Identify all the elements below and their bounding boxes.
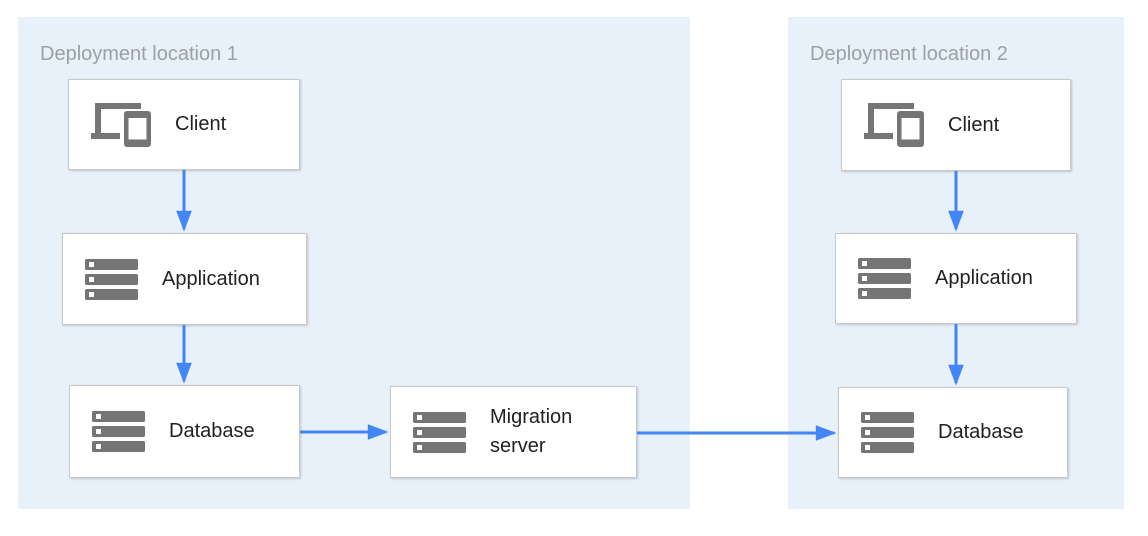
node-label: Application (162, 267, 260, 290)
node-label: Application (935, 267, 1033, 289)
region-title: Deployment location 2 (810, 43, 1008, 65)
node-label: Database (938, 421, 1024, 443)
node-client-2: Client (841, 79, 1071, 171)
devices-icon (91, 102, 151, 147)
region-title: Deployment location 1 (40, 43, 238, 65)
node-label: Migration server (490, 406, 573, 457)
node-application-1: Application (62, 233, 307, 325)
server-stack-icon (861, 412, 914, 453)
node-label: Database (169, 420, 255, 442)
node-migration-server: Migration server (390, 386, 637, 478)
devices-icon (864, 103, 924, 147)
node-label: Client (948, 113, 1000, 136)
server-stack-icon (413, 411, 466, 453)
node-label: Client (175, 113, 227, 135)
server-stack-icon (85, 258, 138, 300)
node-database-1: Database (69, 385, 300, 478)
server-stack-icon (858, 258, 911, 299)
node-client-1: Client (68, 79, 300, 170)
server-stack-icon (92, 411, 145, 452)
node-database-2: Database (838, 387, 1068, 478)
node-application-2: Application (835, 233, 1077, 324)
